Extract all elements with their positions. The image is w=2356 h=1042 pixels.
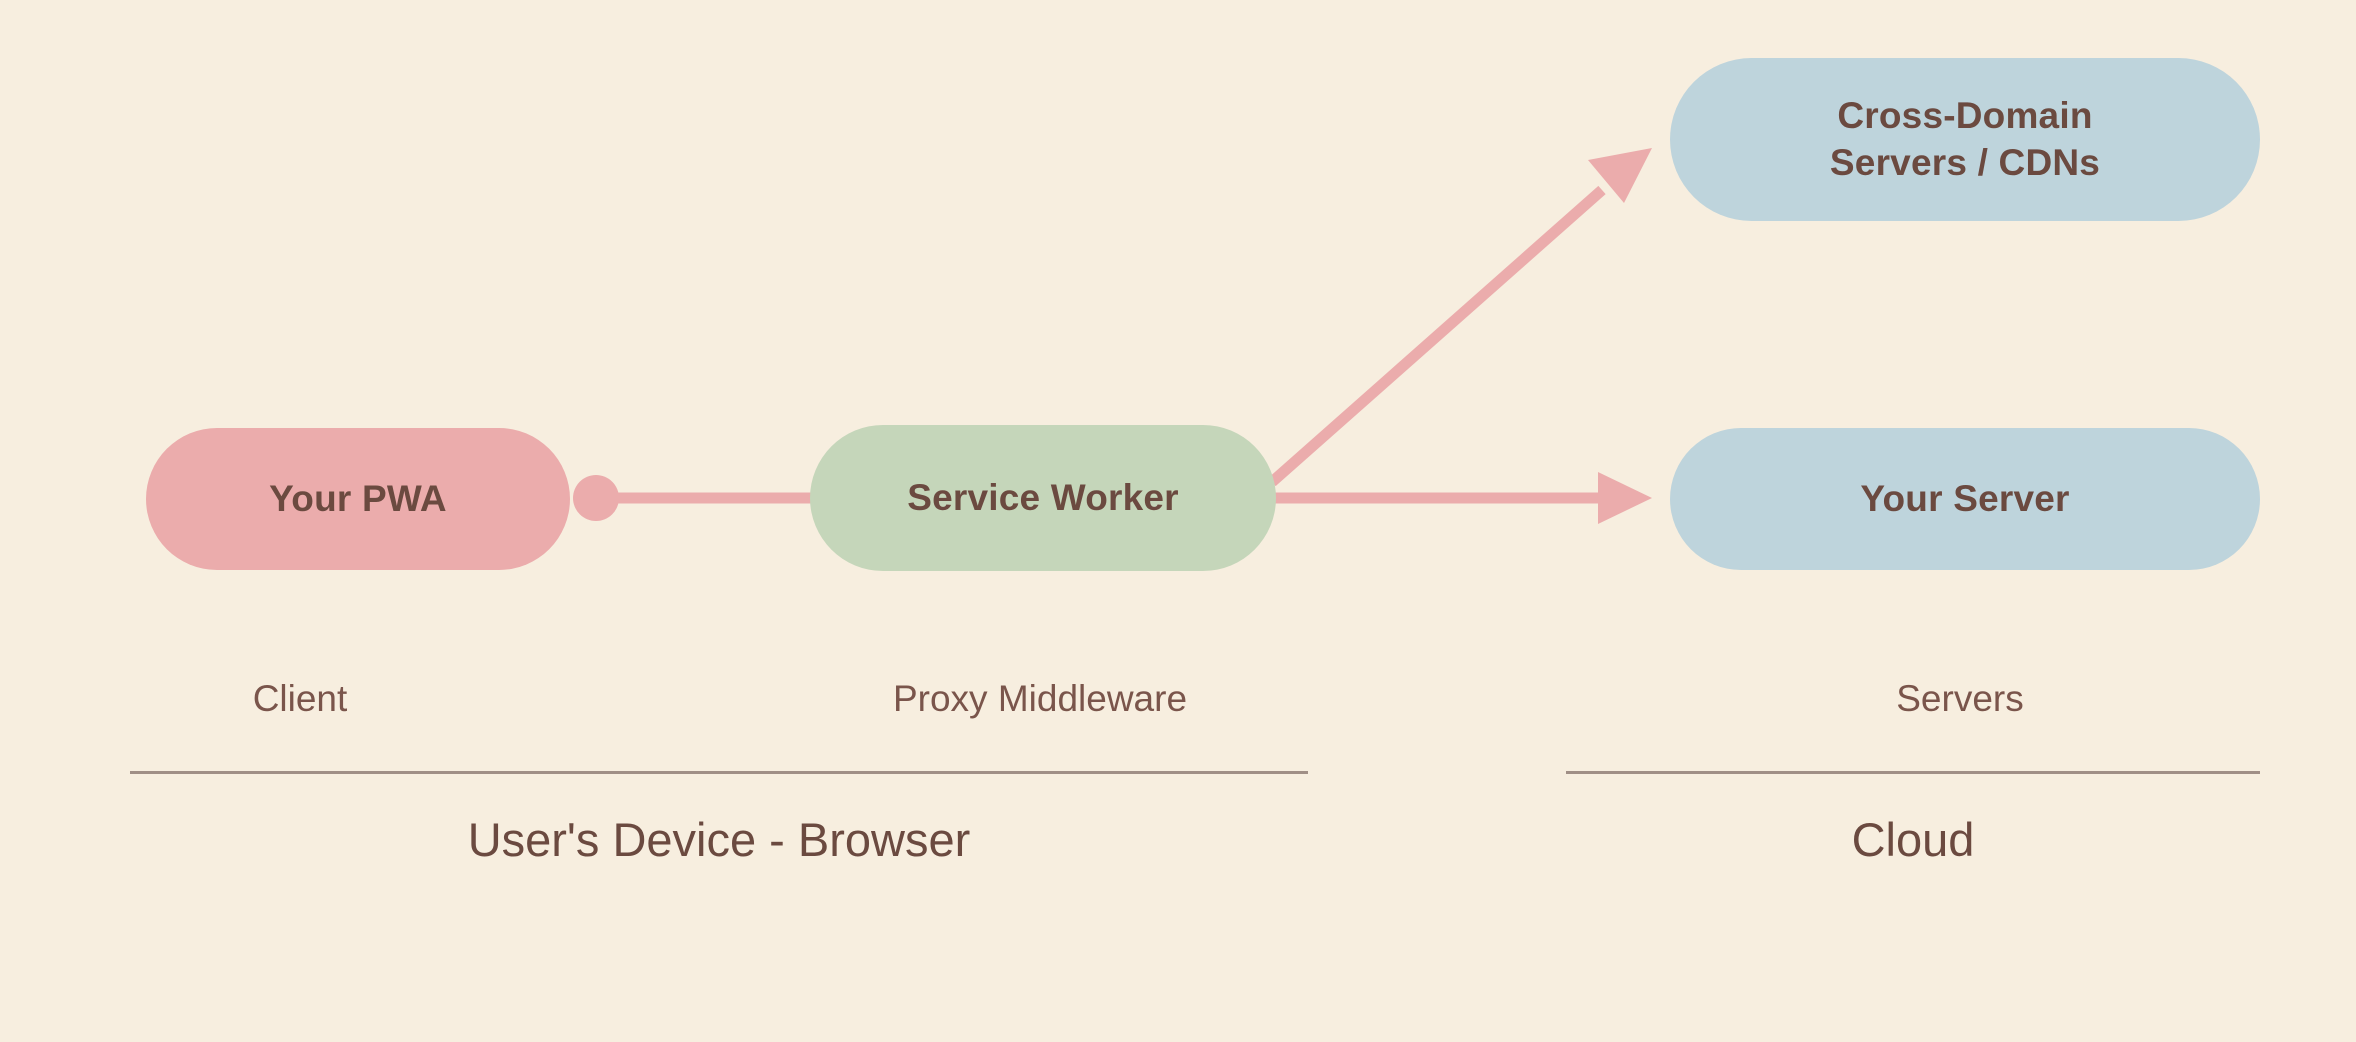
group-label-cloud: Cloud — [1851, 813, 1975, 866]
node-cross-domain-servers-label: Cross-Domain Servers / CDNs — [1829, 94, 2101, 183]
arrowhead-your-server-icon — [1598, 472, 1652, 524]
node-your-server-label: Your Server — [1860, 477, 2070, 519]
node-service-worker-label: Service Worker — [907, 476, 1179, 518]
node-cross-domain-servers[interactable]: Cross-Domain Servers / CDNs — [1670, 58, 2260, 221]
node-your-pwa[interactable]: Your PWA — [146, 428, 570, 570]
node-your-server[interactable]: Your Server — [1670, 428, 2260, 570]
arrowhead-cross-domain-icon — [1588, 148, 1652, 203]
connector-service-worker-to-cross-domain — [1268, 185, 1606, 487]
node-your-pwa-label: Your PWA — [269, 477, 447, 519]
zone-label-client: Client — [252, 678, 348, 719]
connector-dot-pwa — [573, 475, 619, 521]
group-label-users-device: User's Device - Browser — [467, 813, 971, 866]
node-service-worker[interactable]: Service Worker — [810, 425, 1276, 571]
divider-device — [130, 771, 1308, 774]
divider-cloud — [1566, 771, 2260, 774]
zone-label-proxy-middleware: Proxy Middleware — [892, 678, 1188, 719]
zone-label-servers: Servers — [1896, 678, 2024, 719]
